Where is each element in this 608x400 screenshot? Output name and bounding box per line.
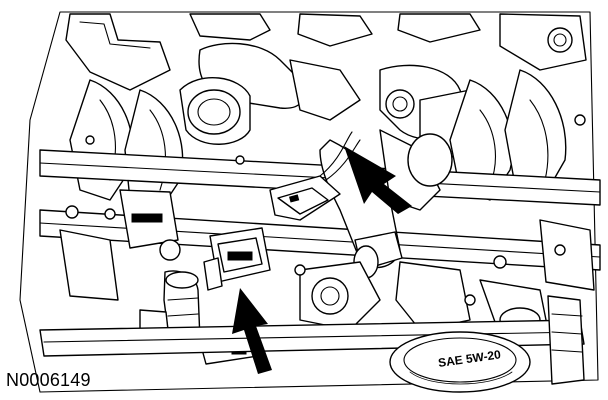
callout-arrow-lower [232,288,272,374]
right-fasteners [547,295,585,385]
callout-arrow-upper [344,146,412,214]
intake-runners-right [449,69,567,201]
upper-hoses [179,42,501,161]
bolts [65,114,586,306]
background-frame [19,11,599,393]
figure-id-label: N0006149 [6,370,91,390]
coil-left [59,189,181,301]
connector-lower [203,227,271,291]
oil-filler-cap: SAE 5W-20 [389,331,531,393]
upper-bracket [65,13,587,91]
coolant-hose [319,129,453,279]
